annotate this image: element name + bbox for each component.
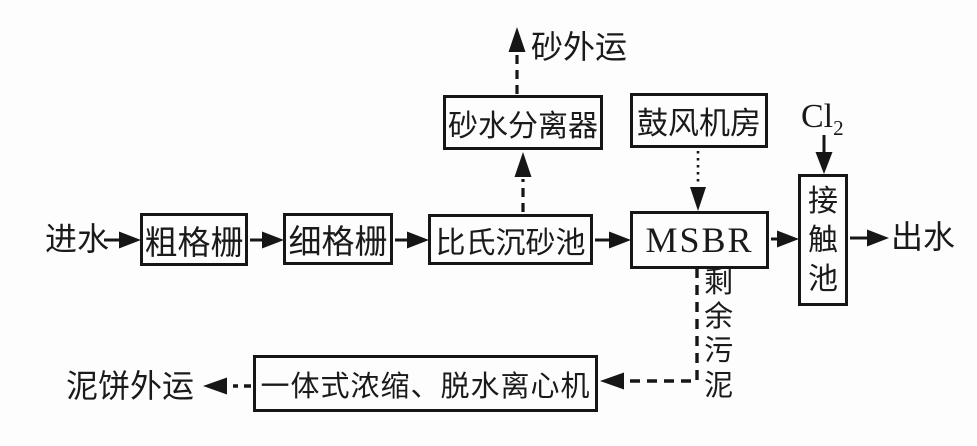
node-fine-screen: 细格栅 — [283, 213, 393, 265]
arrow-chlorine-to-contact — [815, 135, 833, 174]
arrow-coarse-to-fine-screen — [250, 231, 284, 249]
arrow-msbr-to-contact-tank — [771, 230, 799, 248]
arrow-grit-to-sand-separator — [514, 152, 532, 212]
label-excess-sludge: 剩余污泥 — [704, 267, 734, 402]
chlorine-symbol: Cl — [801, 98, 834, 135]
arrow-grit-to-msbr — [595, 231, 631, 249]
node-centrifuge: 一体式浓缩、脱水离心机 — [253, 355, 598, 412]
label-chlorine: Cl2 — [801, 98, 844, 140]
arrow-msbr-to-centrifuge — [600, 268, 699, 390]
arrow-influent-to-coarse-screen — [104, 231, 141, 249]
node-coarse-screen: 粗格栅 — [140, 213, 248, 266]
node-msbr-label: MSBR — [645, 220, 754, 260]
node-blower-room: 鼓风机房 — [630, 93, 768, 148]
arrow-blower-to-msbr — [690, 151, 706, 211]
node-grit-chamber: 比氏沉砂池 — [428, 214, 593, 265]
label-sludge-cake-out: 泥饼外运 — [66, 368, 195, 404]
node-blower-room-label: 鼓风机房 — [637, 106, 761, 141]
arrow-separator-to-sand-out — [508, 27, 526, 94]
chlorine-subscript: 2 — [833, 115, 844, 140]
node-msbr: MSBR — [630, 211, 769, 269]
arrow-fine-to-grit-chamber — [395, 231, 429, 249]
node-coarse-screen-label: 粗格栅 — [144, 225, 244, 262]
node-sand-separator-label: 砂水分离器 — [448, 109, 598, 143]
label-sand-out: 砂外运 — [531, 29, 628, 65]
node-fine-screen-label: 细格栅 — [288, 225, 388, 261]
label-effluent: 出水 — [891, 219, 956, 255]
node-grit-chamber-label: 比氏沉砂池 — [435, 226, 586, 260]
node-contact-tank: 接触池 — [798, 174, 848, 306]
arrow-contact-to-effluent — [850, 229, 889, 247]
node-contact-tank-label: 接触池 — [808, 184, 838, 296]
node-sand-separator: 砂水分离器 — [443, 95, 603, 150]
label-influent: 进水 — [45, 221, 110, 257]
node-centrifuge-label: 一体式浓缩、脱水离心机 — [260, 370, 591, 403]
arrow-centrifuge-to-cake-out — [203, 377, 251, 395]
